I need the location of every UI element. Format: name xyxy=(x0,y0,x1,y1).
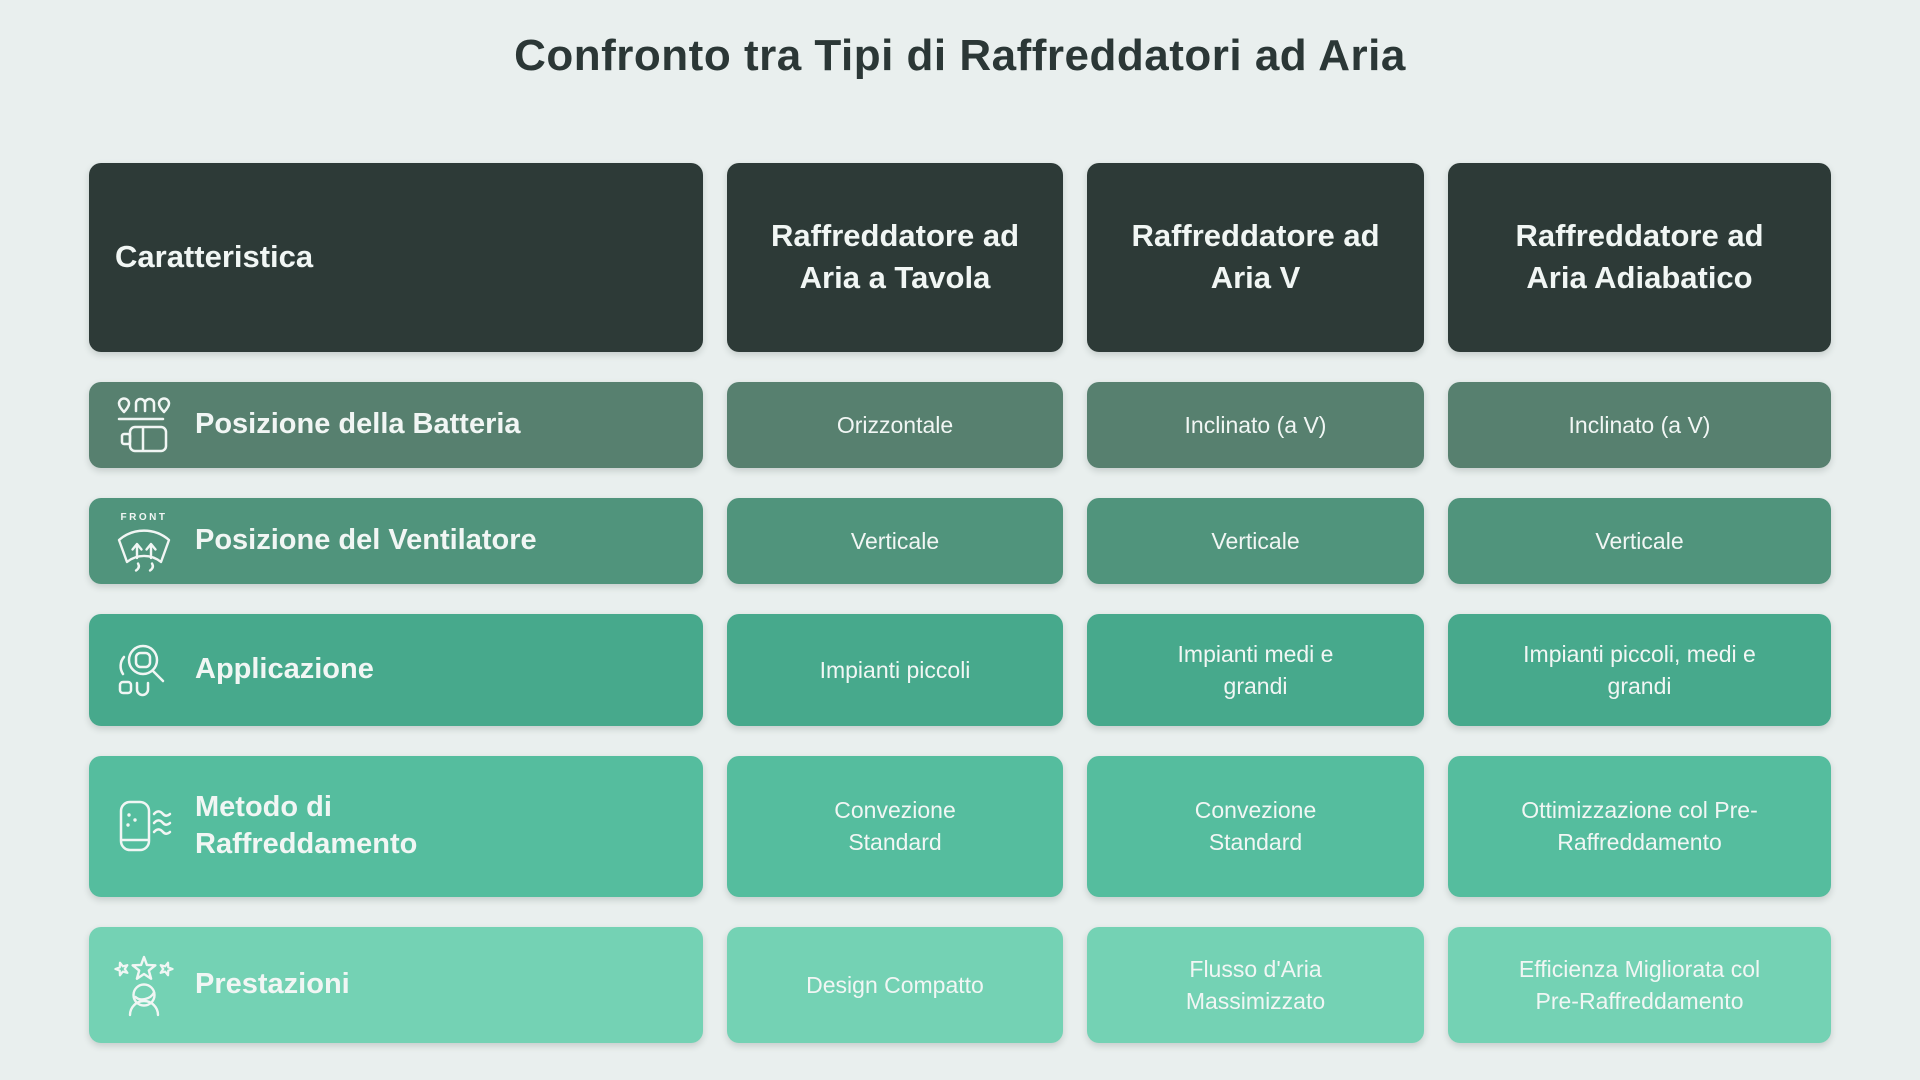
cell-text: Impianti medi e grandi xyxy=(1177,640,1334,699)
cell-applicazione-v: Impianti medi e grandi xyxy=(1087,613,1424,726)
cell-metodo-tavola: Convezione Standard xyxy=(727,755,1063,897)
row-label-posizione-ventilatore: FRONT Posizione del Ventilatore xyxy=(89,497,703,584)
header-caratteristica: Caratteristica xyxy=(89,162,703,352)
battery-position-icon xyxy=(111,392,177,458)
fan-front-icon: FRONT xyxy=(111,508,177,574)
header-raffreddatore-v: Raffreddatore ad Aria V xyxy=(1087,162,1424,352)
cell-text: Efficienza Migliorata col Pre-Raffreddam… xyxy=(1518,955,1761,1014)
header-raffreddatore-tavola: Raffreddatore ad Aria a Tavola xyxy=(727,162,1063,352)
cell-text: Verticale xyxy=(850,527,940,554)
header-label: Caratteristica xyxy=(115,239,314,275)
row-label-metodo-raffreddamento: Metodo di Raffreddamento xyxy=(89,755,703,897)
row-label-applicazione: Applicazione xyxy=(89,613,703,726)
cell-applicazione-tavola: Impianti piccoli xyxy=(727,613,1063,726)
cell-metodo-v: Convezione Standard xyxy=(1087,755,1424,897)
cell-text: Inclinato (a V) xyxy=(1568,411,1711,438)
cell-batteria-adiabatico: Inclinato (a V) xyxy=(1448,381,1831,468)
comparison-table: Caratteristica Raffreddatore ad Aria a T… xyxy=(89,162,1831,1043)
performance-stars-icon xyxy=(111,952,177,1018)
cell-text: Verticale xyxy=(1211,527,1300,554)
cooling-airflow-icon xyxy=(111,793,177,859)
cell-text: Convezione Standard xyxy=(834,797,956,856)
row-label-text: Metodo di Raffreddamento xyxy=(195,790,418,861)
svg-text:FRONT: FRONT xyxy=(121,512,168,523)
application-search-icon xyxy=(111,637,177,703)
cell-ventilatore-tavola: Verticale xyxy=(727,497,1063,584)
cell-text: Design Compatto xyxy=(806,971,984,998)
cell-text: Verticale xyxy=(1595,527,1684,554)
cell-metodo-adiabatico: Ottimizzazione col Pre-Raffreddamento xyxy=(1448,755,1831,897)
row-label-text: Applicazione xyxy=(195,652,374,685)
page-title: Confronto tra Tipi di Raffreddatori ad A… xyxy=(514,31,1406,80)
row-label-posizione-batteria: Posizione della Batteria xyxy=(89,381,703,468)
cell-text: Impianti piccoli xyxy=(819,656,971,683)
header-label: Raffreddatore ad Aria V xyxy=(1131,218,1380,296)
cell-ventilatore-v: Verticale xyxy=(1087,497,1424,584)
cell-text: Impianti piccoli, medi e grandi xyxy=(1523,640,1756,699)
cell-ventilatore-adiabatico: Verticale xyxy=(1448,497,1831,584)
cell-prestazioni-v: Flusso d'Aria Massimizzato xyxy=(1087,926,1424,1043)
cell-text: Ottimizzazione col Pre-Raffreddamento xyxy=(1521,797,1758,856)
row-label-prestazioni: Prestazioni xyxy=(89,926,703,1043)
header-label: Raffreddatore ad Aria Adiabatico xyxy=(1515,218,1764,296)
cell-text: Orizzontale xyxy=(836,411,954,438)
header-raffreddatore-adiabatico: Raffreddatore ad Aria Adiabatico xyxy=(1448,162,1831,352)
cell-batteria-v: Inclinato (a V) xyxy=(1087,381,1424,468)
cell-applicazione-adiabatico: Impianti piccoli, medi e grandi xyxy=(1448,613,1831,726)
cell-text: Inclinato (a V) xyxy=(1184,411,1327,438)
cell-batteria-tavola: Orizzontale xyxy=(727,381,1063,468)
row-label-text: Posizione della Batteria xyxy=(195,407,521,440)
cell-text: Flusso d'Aria Massimizzato xyxy=(1185,955,1326,1014)
cell-prestazioni-adiabatico: Efficienza Migliorata col Pre-Raffreddam… xyxy=(1448,926,1831,1043)
header-label: Raffreddatore ad Aria a Tavola xyxy=(770,218,1020,296)
cell-text: Convezione Standard xyxy=(1194,797,1317,856)
row-label-text: Posizione del Ventilatore xyxy=(195,523,537,556)
cell-prestazioni-tavola: Design Compatto xyxy=(727,926,1063,1043)
row-label-text: Prestazioni xyxy=(195,967,350,1000)
